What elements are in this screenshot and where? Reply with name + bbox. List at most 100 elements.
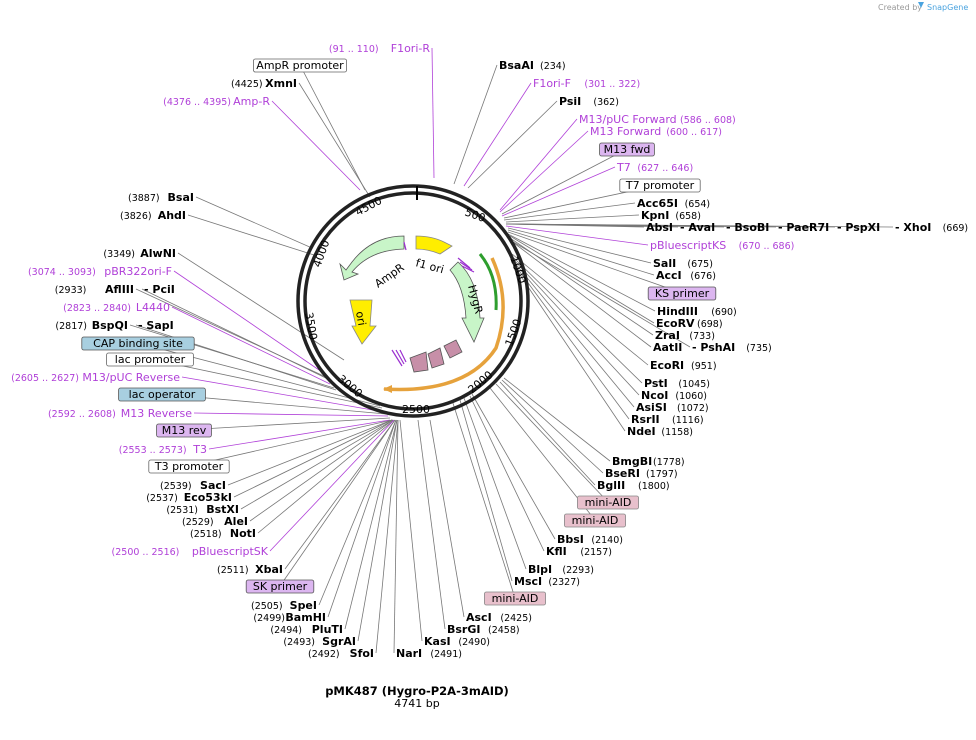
label-lac-operator[interactable]: lac operator: [118, 387, 206, 402]
label-acci[interactable]: AccI(676): [656, 269, 716, 282]
label-f1ori-f[interactable]: F1ori-F(301 .. 322): [533, 77, 640, 90]
label-sgrai[interactable]: SgrAI(2493): [283, 635, 356, 648]
label-amp-r[interactable]: Amp-R(4376 .. 4395): [163, 95, 270, 108]
label-t7-promoter[interactable]: T7 promoter: [619, 178, 701, 193]
label-bspqi[interactable]: BspQI(2817): [55, 319, 128, 332]
label-afliii[interactable]: AflIII(2933): [55, 283, 134, 296]
label-zrai[interactable]: ZraI(733): [655, 329, 715, 342]
label-bamhi[interactable]: BamHI(2499): [253, 611, 326, 624]
site-position: (2493): [283, 637, 315, 648]
label-absi[interactable]: AbsI: [646, 221, 673, 234]
leader-line-f1ori-f: [463, 82, 532, 187]
label-xbai[interactable]: XbaI(2511): [217, 563, 283, 576]
ori-label: ori: [353, 310, 368, 326]
label-asisi[interactable]: AsiSI(1072): [636, 401, 709, 414]
label-kpni[interactable]: KpnI(658): [641, 209, 701, 222]
ampr-arrow[interactable]: [339, 235, 405, 281]
label-m13-reverse[interactable]: M13 Reverse(2592 .. 2608): [48, 407, 192, 420]
site-position: (1072): [677, 403, 709, 414]
label-nari[interactable]: NarI(2491): [396, 647, 462, 660]
label-asci[interactable]: AscI(2425): [466, 611, 532, 624]
label-acc65i[interactable]: Acc65I(654): [637, 197, 710, 210]
label-paer7i[interactable]: - PaeR7I: [778, 221, 829, 234]
label-bsai[interactable]: BsaI(3887): [128, 191, 194, 204]
label-ecorv[interactable]: EcoRV(698): [656, 317, 723, 330]
label-bstxi[interactable]: BstXI(2531): [166, 503, 239, 516]
label-psti[interactable]: PstI(1045): [644, 377, 710, 390]
site-position: (2518): [190, 529, 222, 540]
f1-ori-arrow[interactable]: [415, 235, 453, 255]
label-psii[interactable]: PsiI(362): [559, 95, 619, 108]
label-ahdi[interactable]: AhdI(3826): [120, 209, 186, 222]
label-m13-forward[interactable]: M13 Forward(600 .. 617): [590, 125, 722, 138]
label-avai[interactable]: - AvaI: [680, 221, 715, 234]
mini-aid-arrow-1[interactable]: [443, 339, 463, 359]
label-m13-rev[interactable]: M13 rev: [156, 423, 212, 438]
label-alei[interactable]: AleI(2529): [182, 515, 248, 528]
label-kfli[interactable]: KflI(2157): [546, 545, 612, 558]
label-sali[interactable]: SalI(675): [653, 257, 713, 270]
label-aatii[interactable]: AatII: [653, 341, 682, 354]
label-bglii[interactable]: BglII(1800): [597, 479, 670, 492]
label-rsrii[interactable]: RsrII(1116): [631, 413, 704, 426]
label-noti[interactable]: NotI(2518): [190, 527, 256, 540]
label-mini-aid[interactable]: mini-AID: [577, 495, 640, 510]
label-msci[interactable]: MscI(2327): [514, 575, 580, 588]
label-pbluescriptsk[interactable]: pBluescriptSK(2500 .. 2516): [112, 545, 269, 558]
label-pspxi[interactable]: - PspXI: [837, 221, 880, 234]
ori-arrow[interactable]: [349, 299, 377, 345]
mini-aid-arrow-2[interactable]: [427, 347, 445, 369]
feature-name: M13 fwd: [604, 143, 651, 156]
label-ndei[interactable]: NdeI(1158): [627, 425, 693, 438]
label-bsrgi[interactable]: BsrGI(2458): [447, 623, 520, 636]
label-cap-binding-site[interactable]: CAP binding site: [81, 336, 195, 351]
label-pbluescriptks[interactable]: pBluescriptKS(670 .. 686): [650, 239, 794, 252]
leader-line-saci: [227, 419, 393, 486]
label-mini-aid[interactable]: mini-AID: [483, 591, 546, 606]
label-bmgbi[interactable]: BmgBI(1778): [612, 455, 685, 468]
label-m13-puc-forward[interactable]: M13/pUC Forward(586 .. 608): [579, 113, 736, 126]
leader-line-mini-aid: [495, 383, 609, 503]
label-m13-fwd[interactable]: M13 fwd: [599, 142, 655, 157]
enzyme-name: PstI: [644, 377, 668, 390]
label-ecori[interactable]: EcoRI(951): [650, 359, 717, 372]
label-eco53ki[interactable]: Eco53kI(2537): [146, 491, 232, 504]
label-m13-puc-reverse[interactable]: M13/pUC Reverse(2605 .. 2627): [11, 371, 180, 384]
label-kasi[interactable]: KasI(2490): [424, 635, 490, 648]
label-pluti[interactable]: PluTI(2494): [270, 623, 343, 636]
label-xmni[interactable]: XmnI(4425): [231, 77, 297, 90]
label-bbsi[interactable]: BbsI(2140): [557, 533, 623, 546]
label-lac-promoter[interactable]: lac promoter: [106, 352, 194, 367]
label-mini-aid[interactable]: mini-AID: [564, 513, 627, 528]
label-blpi[interactable]: BlpI(2293): [528, 563, 594, 576]
feature-name: M13 rev: [162, 424, 207, 437]
label-alwni[interactable]: AlwNI(3349): [103, 247, 176, 260]
label-sfoi[interactable]: SfoI(2492): [308, 647, 374, 660]
feature-name: T3 promoter: [154, 460, 224, 473]
label-ampr-promoter[interactable]: AmpR promoter: [252, 58, 347, 73]
label-spei[interactable]: SpeI(2505): [251, 599, 317, 612]
hygr-arrow[interactable]: [449, 261, 485, 343]
label-l4440[interactable]: L4440(2823 .. 2840): [63, 301, 170, 314]
label-t7[interactable]: T7(627 .. 646): [616, 161, 693, 174]
label-hindiii[interactable]: HindIII(690): [657, 305, 737, 318]
label-f1ori-r[interactable]: F1ori-R(91 .. 110): [329, 42, 430, 55]
label-pbr322ori-f[interactable]: pBR322ori-F(3074 .. 3093): [28, 265, 172, 278]
site-position: (2529): [182, 517, 214, 528]
label-bseri[interactable]: BseRI(1797): [605, 467, 678, 480]
label-ncoi[interactable]: NcoI(1060): [641, 389, 707, 402]
enzyme-name: KpnI: [641, 209, 669, 222]
label-xhoi[interactable]: - XhoI(669): [895, 221, 968, 234]
label-bsaai[interactable]: BsaAI(234): [499, 59, 566, 72]
label-sapi[interactable]: - SapI: [138, 319, 174, 332]
label-ks-primer[interactable]: KS primer: [647, 286, 717, 301]
label-bsobi[interactable]: - BsoBI: [726, 221, 769, 234]
label-sk-primer[interactable]: SK primer: [245, 579, 315, 594]
mini-aid-arrow-3[interactable]: [409, 351, 429, 373]
leader-line-pshai: [509, 239, 691, 348]
label-saci[interactable]: SacI(2539): [160, 479, 226, 492]
label-t3[interactable]: T3(2553 .. 2573): [119, 443, 207, 456]
label-t3-promoter[interactable]: T3 promoter: [148, 459, 230, 474]
label-pshai[interactable]: - PshAI(735): [692, 341, 772, 354]
label-pcii[interactable]: - PciI: [144, 283, 175, 296]
